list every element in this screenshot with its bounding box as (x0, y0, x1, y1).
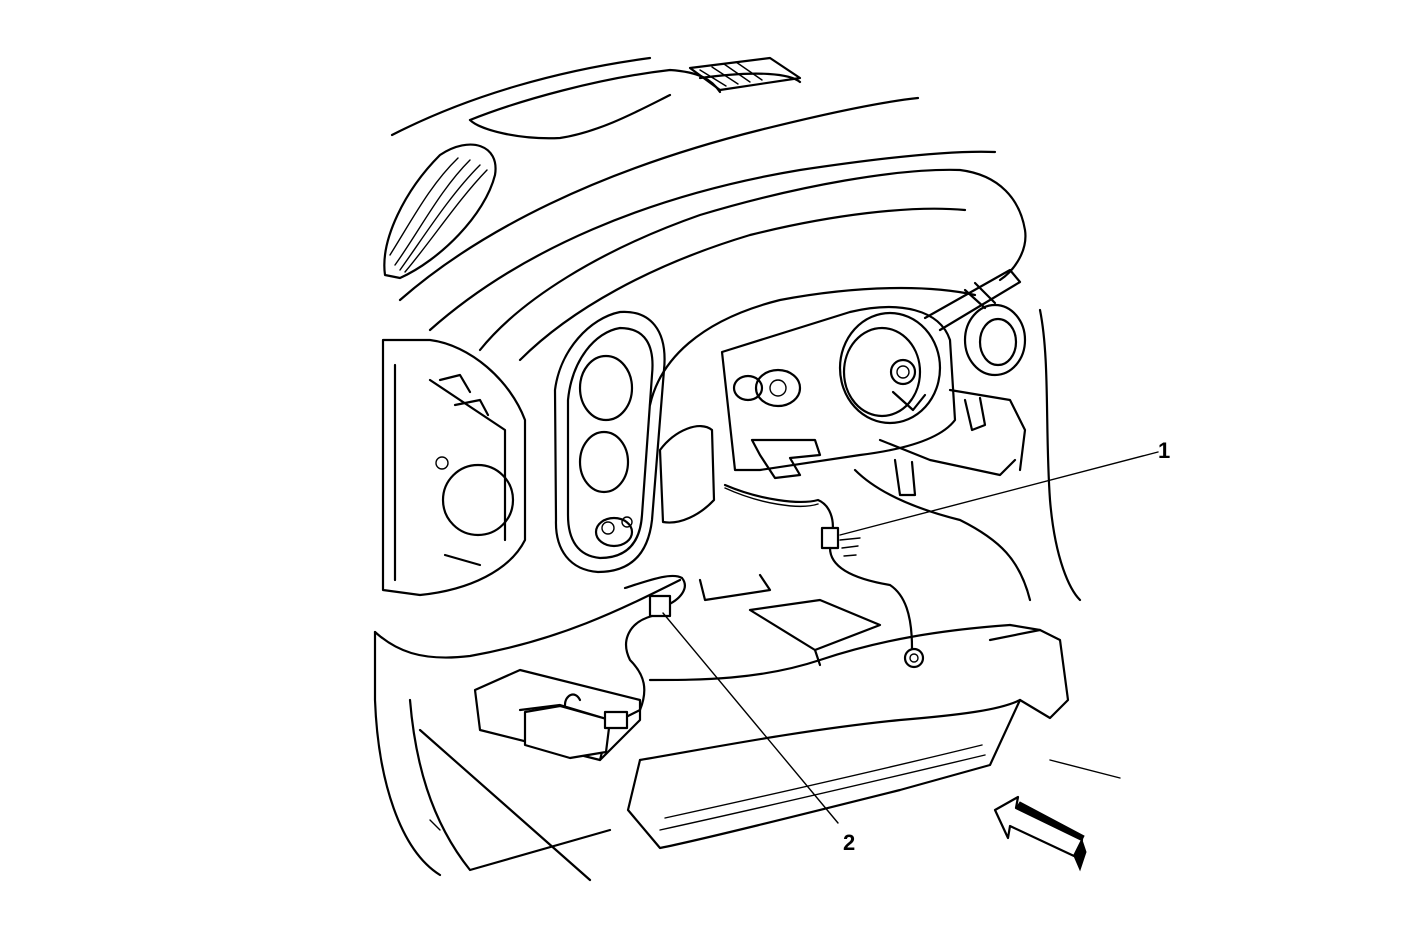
steering-column-shroud (720, 305, 957, 480)
callout-label-1: 1 (1158, 438, 1171, 463)
left-dash-panel (381, 338, 527, 597)
wiring-harness-2 (618, 574, 686, 722)
floor-line-right (1049, 759, 1121, 779)
view-direction-arrow-icon (993, 795, 1087, 872)
instrument-cluster-hood (478, 168, 1027, 407)
left-air-vent (383, 143, 497, 280)
wiring-harness-1 (723, 483, 914, 650)
callout-2-leader (662, 612, 839, 824)
callout-1-leader (839, 451, 1159, 536)
turn-signal-lever (923, 268, 1027, 377)
floor-module-bracket (473, 668, 642, 762)
headlamp-switch-bezel (553, 310, 666, 574)
lower-dash-edge (373, 578, 682, 882)
right-lower-structure (839, 308, 1082, 602)
upper-dash-outline (390, 56, 997, 332)
defroster-grille (688, 56, 802, 92)
callout-label-2: 2 (843, 830, 856, 855)
floor-air-duct (626, 573, 1070, 850)
knee-pad (658, 425, 716, 524)
